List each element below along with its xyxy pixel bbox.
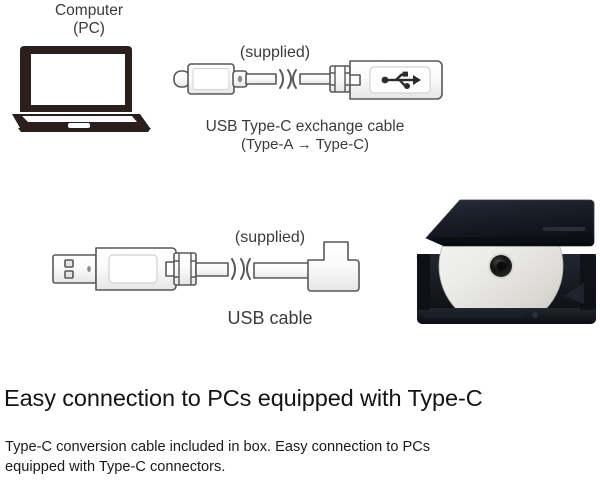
usb-cable-graphic	[52, 238, 372, 310]
right-angle-usb-plug-icon	[307, 241, 360, 292]
cable-break-squiggle-icon	[231, 258, 251, 280]
type-c-exchange-cable-caption: USB Type-C exchange cable (Type-A → Type…	[180, 118, 430, 154]
drive-top-lid	[425, 199, 595, 247]
external-optical-disc-drive-image	[404, 192, 600, 344]
type-c-caption-line1: USB Type-C exchange cable	[205, 118, 405, 135]
page-body-copy: Type-C conversion cable included in box.…	[5, 437, 475, 477]
usb-type-c-plug-icon	[173, 63, 235, 95]
usb-trident-icon	[381, 71, 421, 89]
usb-cable-caption: USB cable	[227, 308, 313, 328]
body-copy-line1: Type-C conversion cable included in box.…	[5, 439, 431, 455]
page-headline: Easy connection to PCs equipped with Typ…	[4, 385, 483, 411]
computer-label-line2: (PC)	[73, 20, 105, 38]
usb-a-plug-icon	[52, 247, 177, 291]
body-copy-line2: equipped with Type-C connectors.	[5, 459, 226, 476]
supplied-label-bottom: (supplied)	[234, 229, 306, 246]
computer-label-line1: Computer	[54, 2, 124, 19]
laptop-icon	[10, 42, 168, 137]
supplied-label-top: (supplied)	[239, 44, 311, 61]
cable-break-squiggle-icon	[279, 69, 297, 89]
computer-label: Computer (PC)	[16, 2, 162, 39]
optical-disc	[438, 240, 564, 324]
usb-type-c-exchange-cable-graphic	[172, 58, 444, 116]
type-c-caption-line2: (Type-A → Type-C)	[240, 136, 370, 154]
